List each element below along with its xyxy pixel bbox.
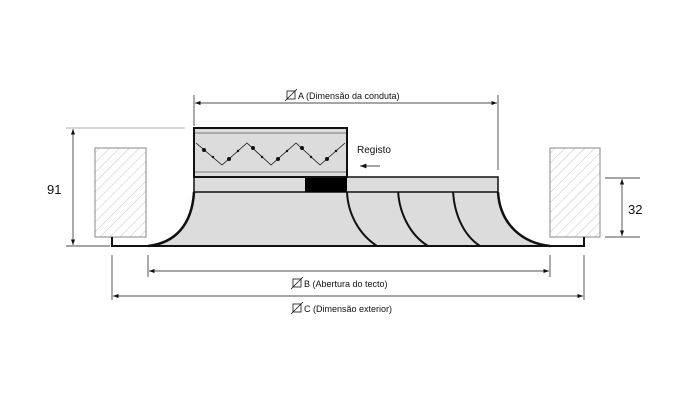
vane-2 [397, 186, 429, 247]
dim-32-label: 32 [628, 202, 642, 217]
damper-box [193, 127, 348, 178]
diffuser-left-curve [147, 191, 196, 248]
right-wall-section [549, 147, 601, 238]
dim-91-label: 91 [47, 182, 61, 197]
diffuser-right-curve [496, 191, 551, 248]
damper-block [305, 177, 347, 192]
diffuser-body [148, 192, 550, 246]
diameter-icon [284, 88, 298, 102]
dim-a-label: A (Dimensão da conduta) [298, 91, 400, 101]
damper-pivots [202, 146, 338, 161]
diameter-icon [290, 276, 304, 290]
left-wall-section [94, 147, 147, 238]
vane-1 [346, 191, 378, 247]
vane-3 [452, 186, 481, 247]
dim-c-label: C (Dimensão exterior) [304, 304, 392, 314]
damper-blades [195, 142, 346, 166]
damper-label: Registo [357, 145, 391, 156]
base-frame [111, 237, 585, 247]
diameter-icon [290, 301, 304, 315]
dim-b-label: B (Abertura do tecto) [304, 279, 388, 289]
